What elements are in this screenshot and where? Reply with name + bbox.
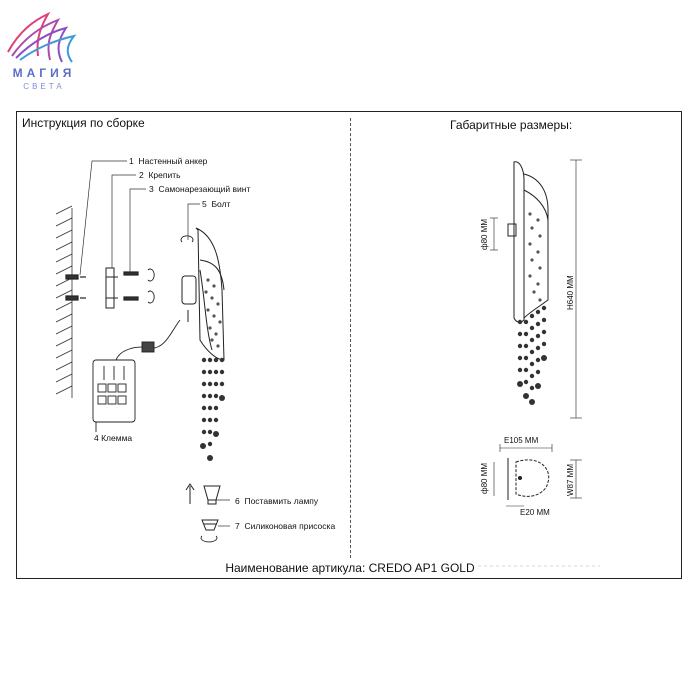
part-label-5: 5 Болт bbox=[202, 199, 231, 209]
part-label-3: 3 Самонарезающий винт bbox=[149, 184, 251, 194]
crystal-strands-left bbox=[200, 357, 225, 461]
article-name: Наименование артикула: CREDO AP1 GOLD bbox=[225, 561, 475, 575]
screw-icon bbox=[123, 271, 139, 301]
crystal-texture-right bbox=[528, 212, 542, 302]
instruction-frame bbox=[16, 111, 682, 579]
crystal-texture-left bbox=[204, 278, 222, 348]
rotate-arrow-icon bbox=[147, 235, 218, 543]
dim-front-diameter: ф80 ММ bbox=[480, 218, 489, 250]
part-label-2: 2 Крепить bbox=[139, 170, 181, 180]
lamp-assembly-left bbox=[181, 227, 225, 361]
crystal-strands-right bbox=[517, 305, 547, 405]
suction-cup-icon bbox=[201, 519, 219, 531]
panel-divider bbox=[350, 118, 351, 558]
dim-height: H640 ММ bbox=[566, 275, 575, 310]
dim-top-diameter: ф80 ММ bbox=[480, 462, 489, 494]
dimension-lines bbox=[490, 159, 582, 507]
brand-subtitle: СВЕТА bbox=[23, 82, 65, 91]
bracket-icon bbox=[105, 267, 118, 309]
dim-w87: W87 ММ bbox=[566, 464, 575, 496]
lamp-front-elevation bbox=[507, 161, 549, 323]
anchor-icon bbox=[65, 274, 86, 301]
dimensions-title: Габаритные размеры: bbox=[450, 118, 573, 132]
part-label-1: 1 Настенный анкер bbox=[129, 156, 208, 166]
brand-logo-icon bbox=[7, 11, 77, 63]
brand-logo: МАГИЯ СВЕТА bbox=[6, 66, 82, 91]
leader-lines bbox=[79, 160, 230, 527]
lamp-top-view bbox=[507, 458, 550, 500]
lamp-bulb-icon bbox=[185, 483, 221, 505]
dim-e20: E20 ММ bbox=[520, 508, 550, 517]
dim-e105: E105 ММ bbox=[504, 436, 539, 445]
brand-name: МАГИЯ bbox=[12, 66, 76, 80]
terminal-block-icon bbox=[92, 319, 181, 432]
part-label-6: 6 Поставмить лампу bbox=[235, 496, 319, 506]
part-label-7: 7 Силиконовая присоска bbox=[235, 521, 336, 531]
assembly-title: Инструкция по сборке bbox=[22, 116, 145, 130]
part-label-4: 4 Клемма bbox=[94, 433, 133, 443]
wall-hatch bbox=[55, 205, 73, 398]
